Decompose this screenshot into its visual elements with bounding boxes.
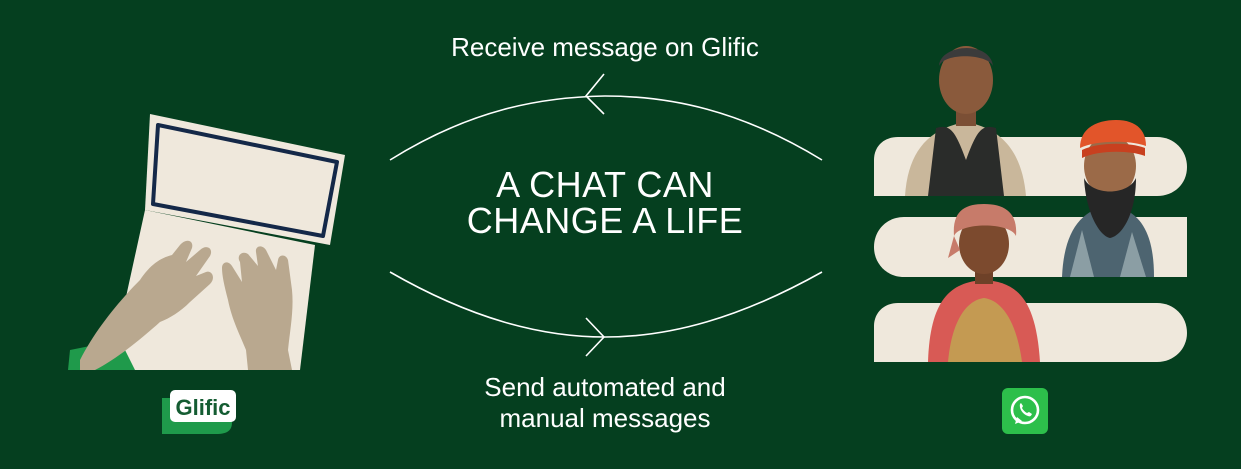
glific-logo-badge [170,390,236,422]
glific-logo-text: Glific [175,395,230,420]
person-man-vest [905,46,1026,196]
person-woman-scarf [928,204,1040,362]
receive-arrowhead [584,73,605,115]
person-man-turban [1062,120,1154,277]
send-caption-line-1: Send automated and [484,372,726,402]
headline-line-1: A CHAT CAN [496,164,714,205]
laptop-display [151,123,339,238]
right-hand [222,246,293,370]
send-arrowhead [585,317,606,357]
receive-caption: Receive message on Glific [451,32,759,62]
send-caption-line-2: manual messages [499,403,711,433]
whatsapp-icon [1002,388,1048,434]
glific-logo: Glific [162,390,236,434]
headline-line-2: CHANGE A LIFE [466,200,744,241]
receive-arc [389,95,823,161]
left-hand [80,240,213,370]
